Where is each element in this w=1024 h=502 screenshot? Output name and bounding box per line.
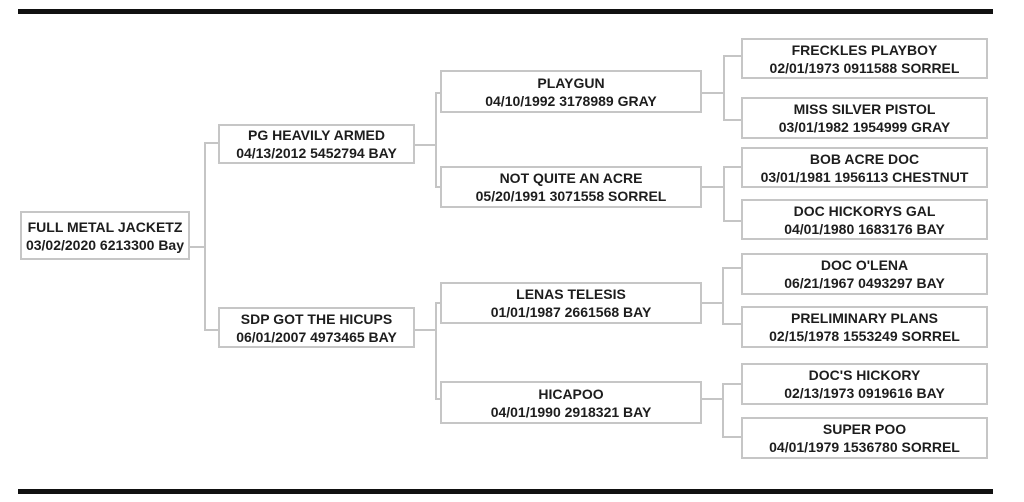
- connector-lenas-out: [702, 302, 722, 304]
- connector-dochickorysgal-in: [723, 220, 741, 222]
- node-super-poo: SUPER POO 04/01/1979 1536780 SORREL: [741, 417, 988, 459]
- connector-hicapoo-children-vertical: [722, 383, 724, 438]
- node-not-quite-an-acre: NOT QUITE AN ACRE 05/20/1991 3071558 SOR…: [440, 166, 702, 208]
- node-sdp-got-the-hicups: SDP GOT THE HICUPS 06/01/2007 4973465 BA…: [218, 307, 415, 348]
- horse-name: PRELIMINARY PLANS: [790, 310, 938, 326]
- horse-details: 03/02/2020 6213300 Bay: [25, 236, 185, 253]
- horse-details: 04/01/1980 1683176 BAY: [784, 220, 945, 237]
- connector-docshickory-in: [722, 383, 741, 385]
- node-hicapoo: HICAPOO 04/01/1990 2918321 BAY: [440, 381, 702, 424]
- connector-subject-out: [190, 246, 204, 248]
- connector-sdp-out: [415, 329, 435, 331]
- bottom-rule: [18, 489, 993, 494]
- horse-name: SUPER POO: [822, 421, 907, 437]
- horse-details: 05/20/1991 3071558 SORREL: [475, 188, 667, 204]
- horse-name: SDP GOT THE HICUPS: [240, 310, 393, 327]
- horse-details: 02/01/1973 0911588 SORREL: [769, 59, 960, 76]
- horse-name: FULL METAL JACKETZ: [27, 218, 183, 235]
- connector-pg-children-vertical: [435, 92, 437, 188]
- connector-playgun-out: [702, 92, 723, 94]
- connector-sdp-children-vertical: [435, 302, 437, 400]
- horse-name: LENAS TELESIS: [516, 286, 626, 302]
- connector-notquite-in: [435, 186, 442, 188]
- top-rule: [18, 9, 993, 14]
- node-miss-silver-pistol: MISS SILVER PISTOL 03/01/1982 1954999 GR…: [741, 97, 988, 139]
- connector-notquite-children-vertical: [723, 166, 725, 222]
- node-full-metal-jacketz: FULL METAL JACKETZ 03/02/2020 6213300 Ba…: [20, 211, 190, 260]
- connector-hicapoo-in: [435, 398, 442, 400]
- connector-superpoo-in: [722, 436, 741, 438]
- connector-playgun-children-vertical: [723, 55, 725, 121]
- horse-name: PLAYGUN: [537, 74, 605, 91]
- node-lenas-telesis: LENAS TELESIS 01/01/1987 2661568 BAY: [440, 282, 702, 324]
- horse-name: DOC'S HICKORY: [808, 367, 921, 383]
- horse-details: 04/13/2012 5452794 BAY: [236, 145, 397, 161]
- node-doc-olena: DOC O'LENA 06/21/1967 0493297 BAY: [741, 253, 988, 295]
- horse-details: 02/13/1973 0919616 BAY: [784, 385, 945, 401]
- horse-details: 04/01/1979 1536780 SORREL: [769, 439, 960, 455]
- connector-misssilver-in: [723, 119, 741, 121]
- connector-gen2-vertical: [204, 143, 206, 331]
- connector-dam-in: [204, 329, 218, 331]
- connector-pg-out: [415, 144, 435, 146]
- horse-name: BOB ACRE DOC: [809, 150, 920, 167]
- horse-details: 04/01/1990 2918321 BAY: [490, 403, 652, 420]
- node-pg-heavily-armed: PG HEAVILY ARMED 04/13/2012 5452794 BAY: [218, 124, 415, 164]
- horse-details: 03/01/1981 1956113 CHESTNUT: [760, 168, 969, 185]
- horse-name: MISS SILVER PISTOL: [793, 101, 936, 117]
- node-freckles-playboy: FRECKLES PLAYBOY 02/01/1973 0911588 SORR…: [741, 38, 988, 79]
- horse-name: NOT QUITE AN ACRE: [499, 170, 643, 186]
- node-preliminary-plans: PRELIMINARY PLANS 02/15/1978 1553249 SOR…: [741, 306, 988, 348]
- horse-details: 02/15/1978 1553249 SORREL: [769, 328, 960, 344]
- node-doc-hickorys-gal: DOC HICKORYS GAL 04/01/1980 1683176 BAY: [741, 199, 988, 240]
- horse-details: 04/10/1992 3178989 GRAY: [485, 92, 657, 109]
- connector-freckles-in: [723, 55, 741, 57]
- connector-sire-in: [204, 142, 218, 144]
- connector-docolena-in: [722, 267, 741, 269]
- node-playgun: PLAYGUN 04/10/1992 3178989 GRAY: [440, 70, 702, 113]
- horse-details: 01/01/1987 2661568 BAY: [490, 304, 652, 320]
- horse-name: FRECKLES PLAYBOY: [791, 41, 938, 58]
- node-docs-hickory: DOC'S HICKORY 02/13/1973 0919616 BAY: [741, 363, 988, 405]
- connector-preliminary-in: [722, 323, 741, 325]
- connector-bobacre-in: [723, 166, 741, 168]
- horse-name: DOC HICKORYS GAL: [793, 202, 936, 219]
- connector-playgun-in: [435, 92, 442, 94]
- connector-lenas-children-vertical: [722, 267, 724, 325]
- connector-notquite-out: [702, 186, 723, 188]
- horse-name: PG HEAVILY ARMED: [248, 127, 385, 143]
- horse-name: HICAPOO: [538, 385, 604, 402]
- connector-hicapoo-out: [702, 398, 722, 400]
- node-bob-acre-doc: BOB ACRE DOC 03/01/1981 1956113 CHESTNUT: [741, 147, 988, 188]
- connector-lenas-in: [435, 302, 442, 304]
- horse-details: 03/01/1982 1954999 GRAY: [778, 119, 951, 135]
- horse-name: DOC O'LENA: [820, 257, 909, 273]
- horse-details: 06/01/2007 4973465 BAY: [236, 328, 397, 345]
- horse-details: 06/21/1967 0493297 BAY: [784, 275, 945, 291]
